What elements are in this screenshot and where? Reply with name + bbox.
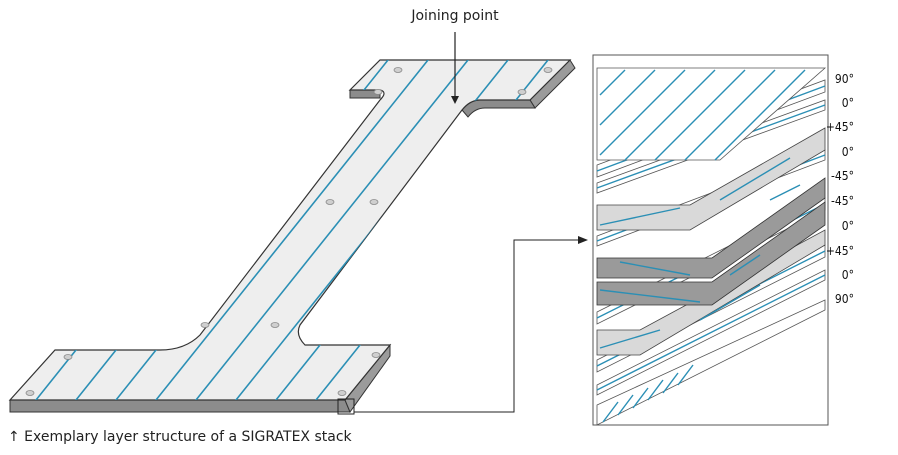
detail-leader-line — [354, 239, 580, 413]
figure-caption: ↑ Exemplary layer structure of a SIGRATE… — [8, 429, 352, 445]
layer-stack-detail — [592, 54, 829, 426]
detail-marker — [337, 398, 355, 415]
joining-point-arrow — [451, 32, 459, 104]
angle-label-7: 0° — [841, 219, 854, 233]
angle-label-10: 90° — [834, 292, 854, 306]
angle-label-5: -45° — [830, 169, 854, 183]
layer-top-90 — [596, 67, 827, 161]
layer-bottom-90 — [596, 299, 826, 426]
angle-label-2: 0° — [841, 96, 854, 110]
angle-label-3: +45° — [825, 120, 854, 134]
angle-label-8: +45° — [825, 244, 854, 258]
bolt-holes — [25, 67, 553, 396]
joining-point-label: Joining point — [411, 8, 499, 24]
angle-label-1: 90° — [834, 72, 854, 86]
angle-label-9: 0° — [841, 268, 854, 282]
angle-label-6: -45° — [830, 194, 854, 208]
angle-label-4: 0° — [841, 145, 854, 159]
